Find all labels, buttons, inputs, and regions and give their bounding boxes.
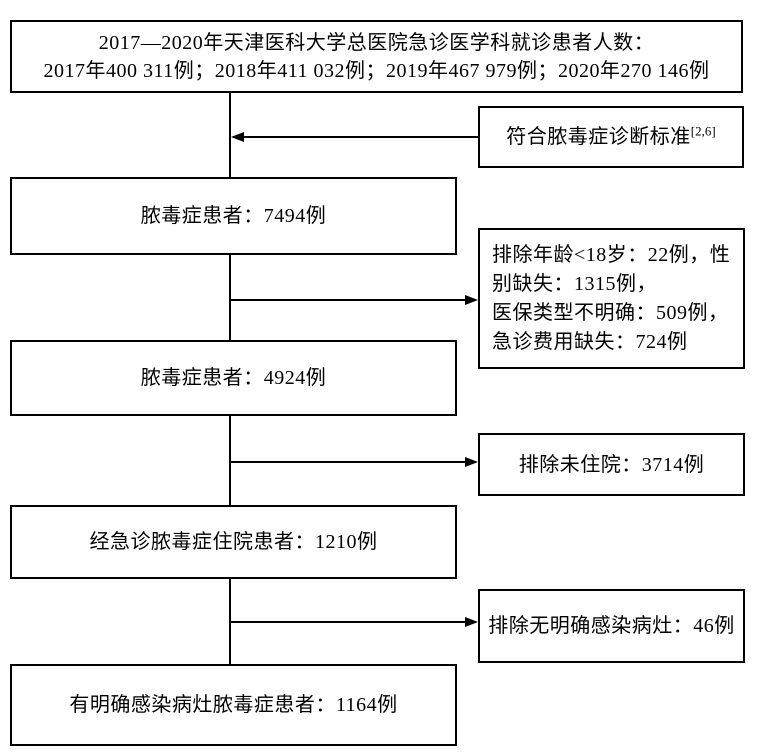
connector-box2-to-box3 xyxy=(229,415,231,506)
sepsis-patients-7494-label: 脓毒症患者：7494例 xyxy=(140,205,327,227)
arrowhead-right-icon xyxy=(465,457,478,467)
hospitalized-sepsis-1210-box: 经急诊脓毒症住院患者：1210例 xyxy=(10,505,457,579)
exclusion-not-hospitalized-box: 排除未住院：3714例 xyxy=(478,433,745,496)
arrowhead-right-icon xyxy=(465,617,478,627)
sepsis-patients-7494-box: 脓毒症患者：7494例 xyxy=(10,177,457,255)
confirmed-focus-sepsis-1164-box: 有明确感染病灶脓毒症患者：1164例 xyxy=(10,664,457,746)
exclusion-no-infection-focus-label: 排除无明确感染病灶：46例 xyxy=(488,615,735,637)
hospitalized-sepsis-1210-label: 经急诊脓毒症住院患者：1210例 xyxy=(89,531,378,553)
criteria-arrow-line xyxy=(243,136,478,138)
confirmed-focus-sepsis-1164-label: 有明确感染病灶脓毒症患者：1164例 xyxy=(69,694,398,716)
exclusion-no-infection-focus-box: 排除无明确感染病灶：46例 xyxy=(478,589,745,663)
arrowhead-right-icon xyxy=(465,295,478,305)
reference-superscript: [2,6] xyxy=(690,123,716,139)
total-ed-visits-line2: 2017年400 311例；2018年411 032例；2019年467 979… xyxy=(43,59,710,82)
exclusion-no-focus-arrow-line xyxy=(230,621,467,623)
sepsis-patients-4924-label: 脓毒症患者：4924例 xyxy=(140,367,327,389)
exclusion-demographics-line4: 急诊费用缺失：724例 xyxy=(492,330,688,353)
exclusion-demographics-arrow-line xyxy=(230,299,467,301)
exclusion-not-hospitalized-label: 排除未住院：3714例 xyxy=(518,453,705,476)
exclusion-demographics-box: 排除年龄<18岁：22例，性 别缺失：1315例， 医保类型不明确：509例， … xyxy=(478,228,745,369)
exclusion-demographics-line3: 医保类型不明确：509例， xyxy=(492,301,729,324)
total-ed-visits-box: 2017—2020年天津医科大学总医院急诊医学科就诊患者人数： 2017年400… xyxy=(10,20,743,93)
connector-top-to-box1 xyxy=(229,92,231,178)
exclusion-demographics-line2: 别缺失：1315例， xyxy=(492,272,657,295)
exclusion-not-hospitalized-arrow-line xyxy=(230,461,467,463)
connector-box1-to-box2 xyxy=(229,254,231,341)
sepsis-patients-4924-box: 脓毒症患者：4924例 xyxy=(10,340,457,416)
diagnosis-criteria-box: 符合脓毒症诊断标准[2,6] xyxy=(478,106,744,168)
exclusion-demographics-line1: 排除年龄<18岁：22例，性 xyxy=(492,243,731,266)
total-ed-visits-line1: 2017—2020年天津医科大学总医院急诊医学科就诊患者人数： xyxy=(98,31,655,54)
arrowhead-left-icon xyxy=(231,132,244,142)
diagnosis-criteria-label: 符合脓毒症诊断标准[2,6] xyxy=(506,123,716,148)
